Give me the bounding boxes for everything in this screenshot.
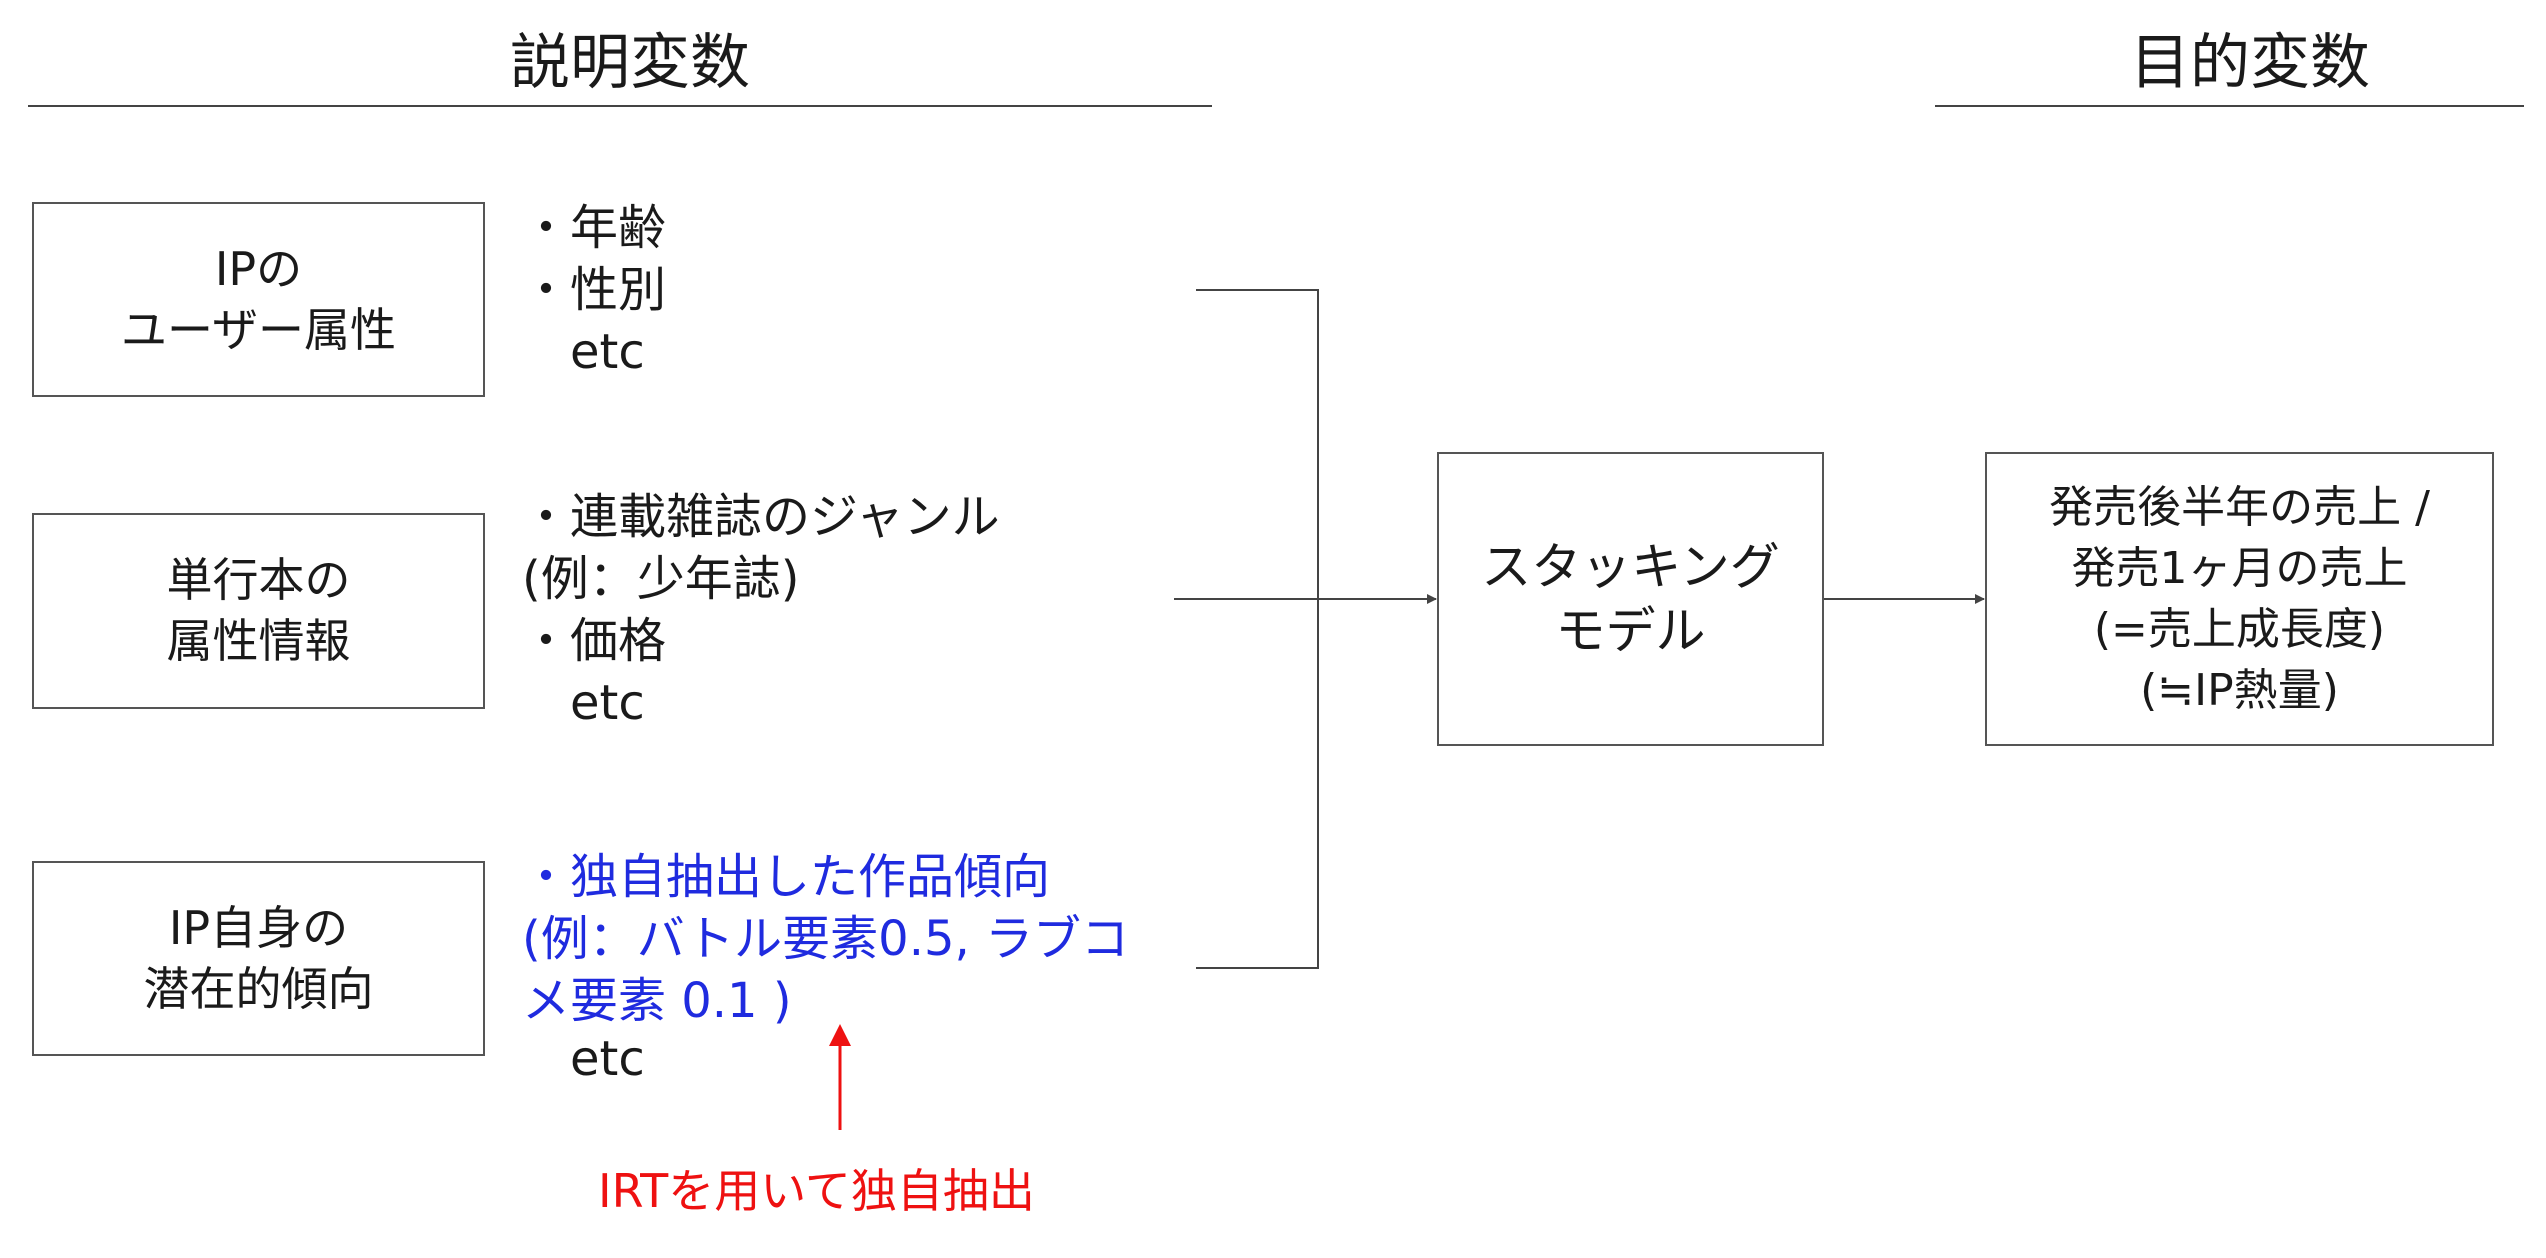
feature-age: ・年齢: [522, 200, 667, 256]
header-explanatory-variables: 説明変数: [510, 28, 750, 98]
feature-list-book: ・連載雑誌のジャンル (例：少年誌) ・価格 etc: [522, 486, 1000, 734]
feature-tendency-example-1: (例：バトル要素0.5, ラブコ: [522, 911, 1130, 967]
annotation-irt-extraction: IRTを用いて独自抽出: [598, 1164, 1035, 1218]
feature-price: ・価格: [522, 613, 667, 669]
feature-latent-etc: etc: [522, 1031, 645, 1087]
feature-list-user: ・年齢 ・性別 etc: [522, 197, 666, 383]
feature-magazine-example: (例：少年誌): [522, 551, 800, 607]
header-target-variable: 目的変数: [2130, 28, 2370, 98]
box-book-attributes: 単行本の 属性情報: [32, 513, 485, 709]
feature-user-etc: etc: [522, 324, 645, 380]
box-target-variable: 発売後半年の売上 / 発売1ヶ月の売上 (=売上成長度) (≒IP熱量): [1985, 452, 2494, 746]
feature-extracted-tendency: ・独自抽出した作品傾向: [522, 849, 1051, 905]
box-book-attributes-label: 単行本の 属性情報: [166, 553, 351, 668]
feature-list-latent: ・独自抽出した作品傾向 (例：バトル要素0.5, ラブコ メ要素 0.1 ): [522, 846, 1129, 1032]
box-ip-latent-tendency-label: IP自身の 潜在的傾向: [143, 900, 374, 1016]
box-ip-latent-tendency: IP自身の 潜在的傾向: [32, 861, 485, 1056]
feature-book-etc: etc: [522, 675, 645, 731]
box-stacking-model-label: スタッキング モデル: [1481, 538, 1780, 660]
box-stacking-model: スタッキング モデル: [1437, 452, 1824, 746]
feature-gender: ・性別: [522, 262, 667, 318]
box-target-variable-label: 発売後半年の売上 / 発売1ヶ月の売上 (=売上成長度) (≒IP熱量): [2049, 482, 2430, 716]
feature-magazine-genre: ・連載雑誌のジャンル: [522, 489, 1000, 545]
bracket-connector: [1196, 289, 1319, 969]
feature-tendency-example-2: メ要素 0.1 ): [522, 973, 792, 1029]
box-ip-user-attributes: IPの ユーザー属性: [32, 202, 485, 397]
box-ip-user-attributes-label: IPの ユーザー属性: [120, 241, 397, 357]
